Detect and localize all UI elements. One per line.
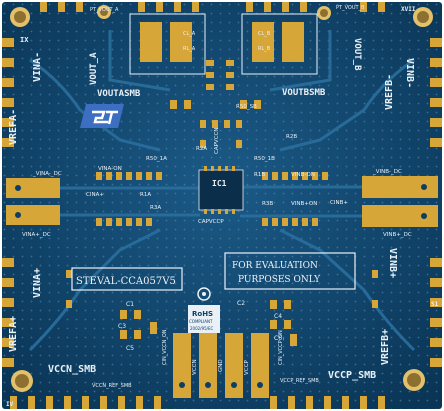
rohs-text: RoHS (192, 310, 213, 318)
label-capvccp: CAPVCCP (198, 219, 224, 225)
label-vinb-minus: VINB- (404, 58, 415, 88)
label-c3: C3 (118, 323, 126, 330)
label-vina-minus-dc: _VINA-_DC (32, 171, 62, 177)
corner-top-left-label: IX (20, 36, 29, 44)
label-voutasmb: VOUTASMB (97, 89, 141, 99)
label-vrefb-minus: VREFB- (384, 74, 395, 110)
label-r2b: R2B (286, 134, 297, 140)
copper-traces (28, 30, 416, 352)
label-cl-a: CL_A (183, 31, 196, 37)
smd-components (66, 60, 378, 346)
label-vout-b: VOUT_B (352, 38, 362, 71)
smb-connector-pads (6, 176, 438, 398)
label-vccn-ref-smb: VCCN_REF_SMB (92, 383, 132, 389)
label-vccp: VCCP (244, 360, 250, 375)
label-cinb-plus: CINB+ (330, 200, 348, 206)
label-cin-vccp-on: CIN_VCCP_ON (278, 330, 284, 365)
label-r3b: R3B (262, 201, 273, 207)
silkscreen-text: IX XVII IV S1 VINA- VREFA- VINB- VREFB- … (6, 5, 439, 408)
label-vinb-plus-on: VINB+ON (291, 201, 317, 207)
label-r1a: R1A (140, 192, 151, 198)
label-cina-plus: CINA+ (86, 192, 104, 198)
label-r1b: R1B (254, 172, 265, 178)
label-r50-1a: R50_1A (146, 156, 167, 162)
label-c1: C1 (126, 301, 134, 308)
label-r3a: R3A (150, 205, 161, 211)
label-vrefa-minus: VREFA- (8, 109, 19, 145)
label-vina-on: VINA-ON (98, 166, 122, 172)
corner-bottom-right-label: S1 (431, 301, 439, 308)
label-voutbsmb: VOUTBSMB (282, 88, 326, 98)
corner-bottom-left-label: IV (6, 401, 14, 408)
label-c6: C6 (274, 335, 282, 342)
ic1-chip (198, 166, 244, 214)
label-c2: C2 (237, 300, 245, 307)
mounting-holes (10, 5, 433, 392)
label-r2a: R2A (196, 146, 207, 152)
label-vinb-plus-dc: VINB+_DC (383, 232, 412, 238)
label-vina-plus-dc: VINA+_DC (22, 232, 51, 238)
label-vinb-plus: VINB+ (387, 248, 398, 278)
part-number-box (71, 267, 183, 291)
top-connectors (129, 13, 318, 75)
rohs-mark (188, 287, 220, 333)
label-c5: C5 (126, 345, 134, 352)
label-rl-b: RL_B (258, 46, 271, 52)
label-vccp-smb: VCCP_SMB (328, 370, 376, 381)
rohs-directive-text: 2002/95/EC (190, 326, 213, 331)
label-rl-a: RL_A (183, 46, 196, 52)
part-number-text: STEVAL-CCA057V5 (76, 276, 176, 287)
notice-line-2: PURPOSES ONLY (238, 275, 321, 285)
label-vccp-ref-smb: VCCP_REF_SMB (280, 378, 319, 384)
label-r50-sb: R50_SB (236, 104, 257, 110)
label-vccn-smb: VCCN_SMB (48, 364, 96, 375)
label-c4: C4 (274, 313, 282, 320)
label-vina-minus: VINA- (32, 52, 43, 82)
evaluation-notice-box (224, 252, 356, 290)
st-logo (80, 104, 124, 128)
label-vina-plus: VINA+ (32, 268, 43, 298)
label-vinb-on: VINB-ON (291, 172, 315, 178)
label-r50-1b: R50_1B (254, 156, 275, 162)
corner-top-right-label: XVII (401, 6, 416, 13)
label-gnd: GND (218, 359, 224, 372)
notice-line-1: FOR EVALUATION (232, 261, 318, 271)
label-pt-vout-b: PT_VOUT_B (336, 5, 365, 11)
label-vrefa-plus: VREFA+ (8, 316, 19, 352)
label-capvccn: CAPVCCN (214, 128, 220, 154)
label-vrefb-plus: VREFB+ (380, 329, 391, 365)
label-vinb-minus-dc: _VINB-_DC (372, 169, 402, 175)
label-cin-vccn-on: CIN_VCCN_ON (162, 329, 168, 365)
label-pt-vout-a: PT_VOUT_A (90, 7, 119, 13)
label-vout-a: VOUT_A (89, 52, 99, 85)
label-cl-b: CL_B (258, 31, 271, 37)
label-vccn: VCCN (192, 359, 198, 375)
label-ic1: IC1 (212, 179, 227, 188)
rohs-compliant-text: COMPLIANT (189, 319, 213, 324)
